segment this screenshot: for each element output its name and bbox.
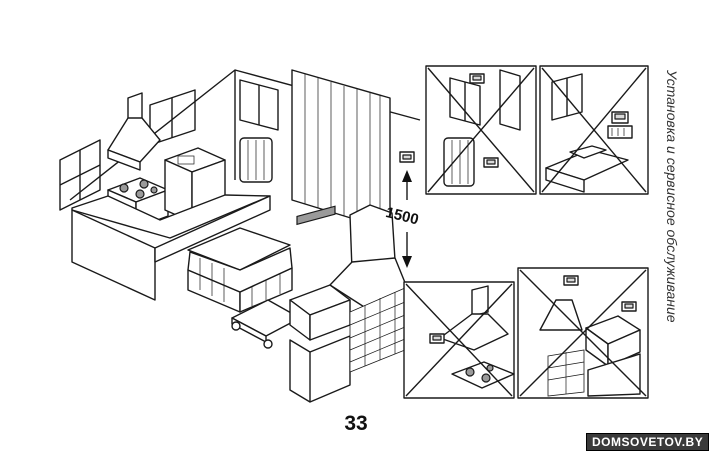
sofa	[187, 227, 293, 313]
dimension-arrows	[402, 170, 412, 268]
left-window	[59, 139, 101, 211]
tv-set	[289, 205, 351, 403]
panel-hood-over-sink	[539, 65, 649, 195]
fireplace	[329, 204, 409, 373]
panel-fireplace-near-tv	[517, 267, 649, 399]
arrow-down-icon	[402, 256, 412, 268]
panel-hood-over-hob	[403, 281, 515, 399]
arrow-up-icon	[402, 170, 412, 182]
kitchen-counter	[71, 194, 271, 301]
watermark-badge: DOMSOVETOV.BY	[586, 433, 710, 451]
curtains	[291, 69, 391, 231]
radiator	[239, 137, 273, 183]
panel-radiator-under-window	[425, 65, 537, 195]
middle-window	[239, 79, 279, 131]
section-caption: Установка и сервисное обслуживание	[664, 70, 680, 323]
thermostat-icon	[399, 151, 415, 163]
main-room-scene	[59, 69, 421, 403]
page-number: 33	[344, 412, 368, 435]
range-hood	[107, 92, 161, 171]
